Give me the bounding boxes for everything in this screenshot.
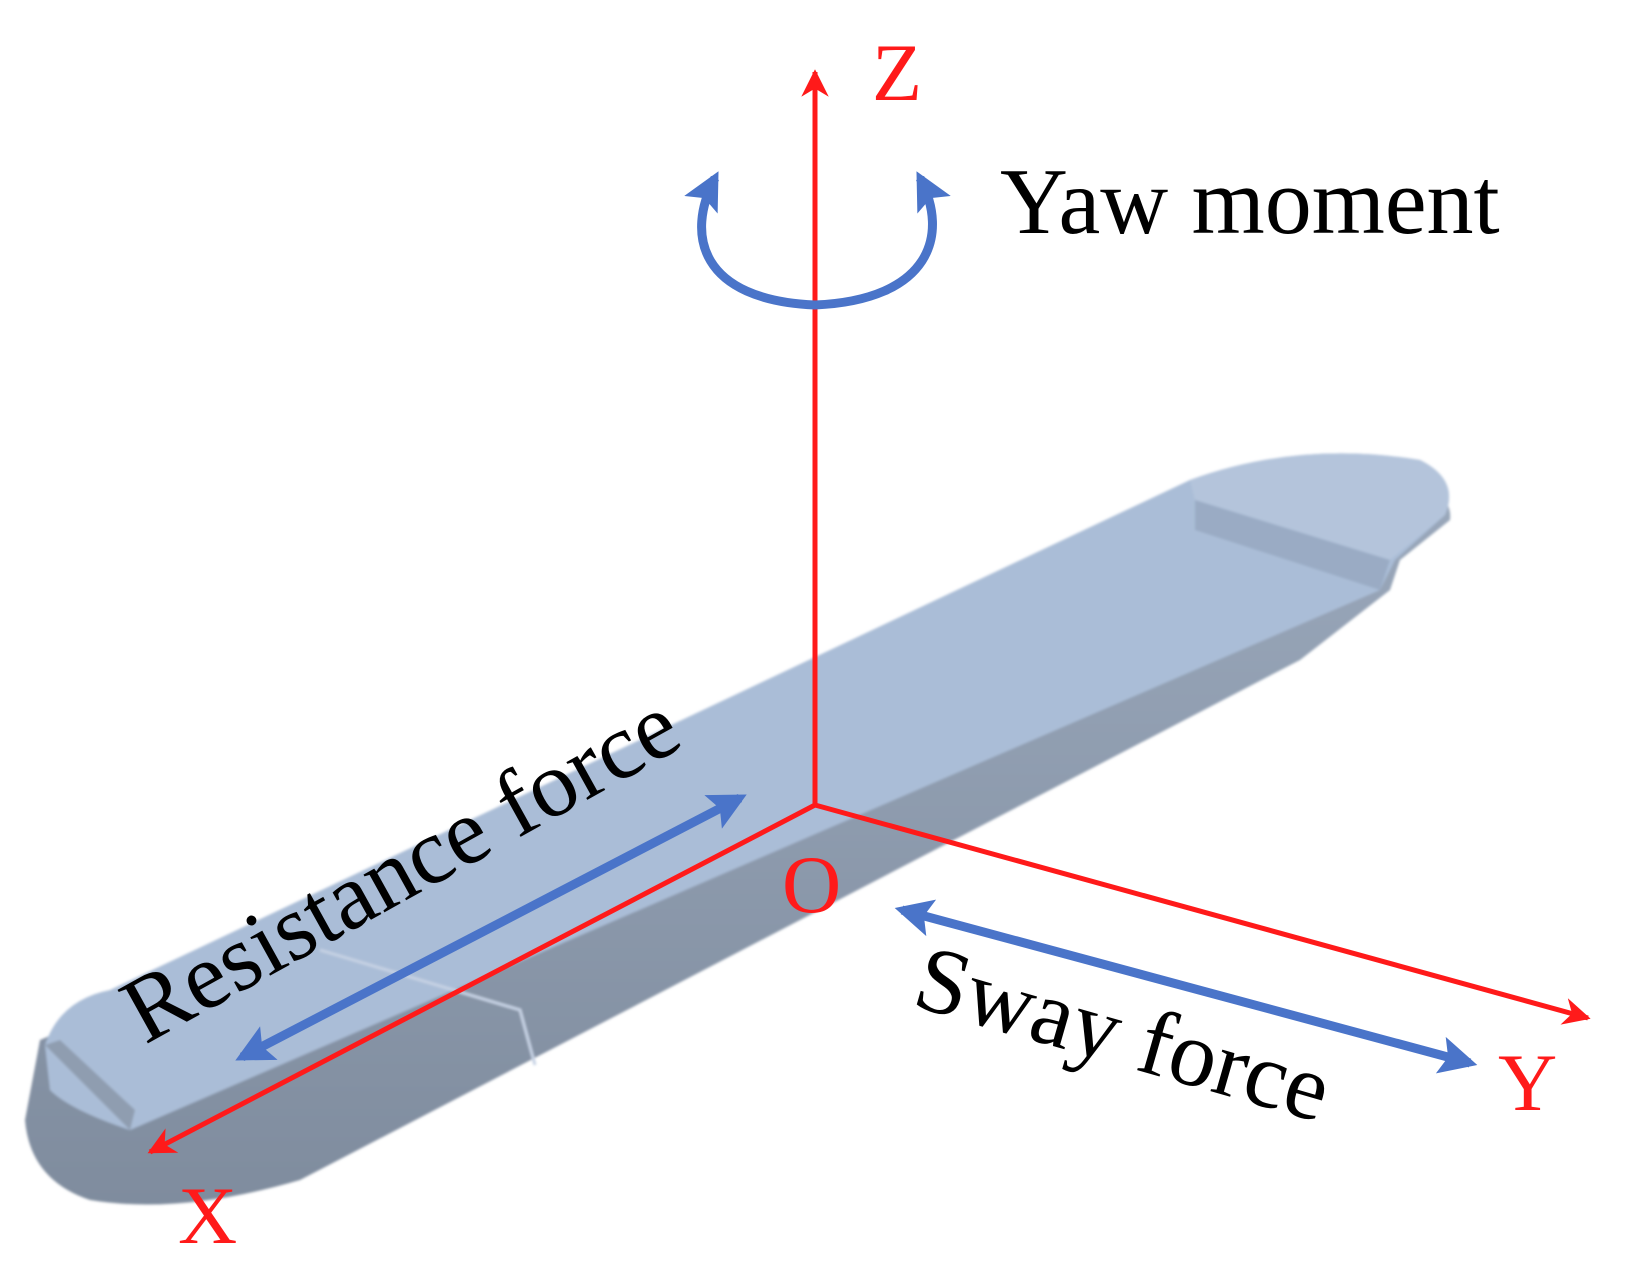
x-axis-label: X: [178, 1170, 237, 1261]
hull-forecastle-edge: [1195, 500, 1390, 590]
origin-label: O: [782, 839, 841, 930]
sway-force-label: Sway force: [904, 925, 1342, 1142]
hull-stern-step: [45, 1040, 135, 1130]
z-axis-label: Z: [872, 27, 922, 118]
yaw-moment-arrow: [684, 171, 951, 310]
sway-force-arrow: [894, 899, 1478, 1074]
resistance-force-arrow: [235, 794, 747, 1061]
hull-forecastle: [1190, 453, 1450, 560]
y-axis-label: Y: [1498, 1037, 1557, 1128]
yaw-moment-label: Yaw moment: [1000, 150, 1500, 254]
